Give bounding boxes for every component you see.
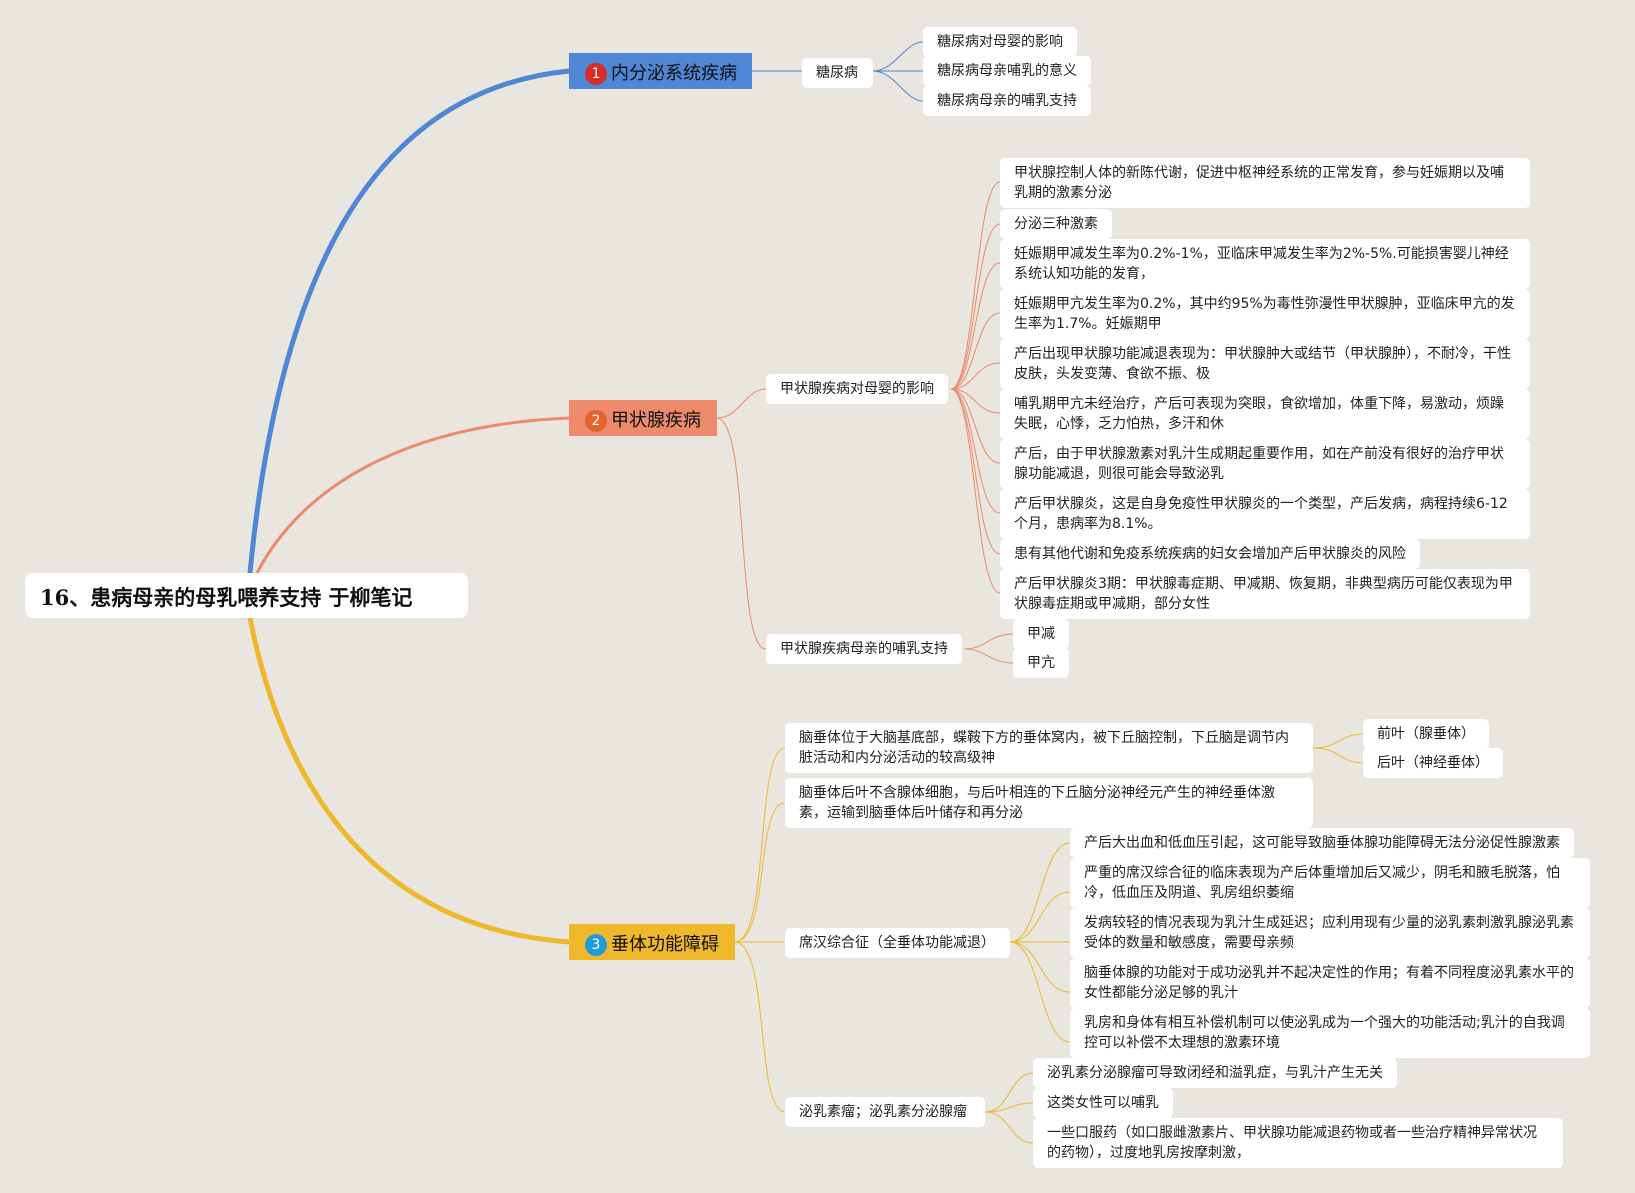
link-root-b2 <box>255 416 570 574</box>
leaf-thyroid-1[interactable]: 甲状腺控制人体的新陈代谢，促进中枢神经系统的正常发育，参与妊娠期以及哺乳期的激素… <box>1000 158 1530 208</box>
leaf-sheehan-2[interactable]: 严重的席汉综合征的临床表现为产后体重增加后又减少，阴毛和腋毛脱落，怕冷，低血压及… <box>1070 858 1590 908</box>
link-root-b3 <box>247 615 572 945</box>
leaf-thyroid-3[interactable]: 妊娠期甲减发生率为0.2%-1%，亚临床甲减发生率为2%-5%.可能损害婴儿神经… <box>1000 239 1530 289</box>
leaf-prolactinoma-2[interactable]: 这类女性可以哺乳 <box>1033 1088 1173 1118</box>
leaf-prolactinoma-1[interactable]: 泌乳素分泌腺瘤可导致闭经和溢乳症，与乳汁产生无关 <box>1033 1058 1397 1088</box>
leaf-thyroid-10[interactable]: 产后甲状腺炎3期：甲状腺毒症期、甲减期、恢复期，非典型病历可能仅表现为甲状腺毒症… <box>1000 569 1530 619</box>
topic-thyroid-support[interactable]: 甲状腺疾病母亲的哺乳支持 <box>766 634 962 664</box>
number-badge-1: 1 <box>585 63 607 85</box>
leaf-thyroid-7[interactable]: 产后，由于甲状腺激素对乳汁生成期起重要作用，如在产前没有很好的治疗甲状腺功能减退… <box>1000 439 1530 489</box>
branch-label: 内分泌系统疾病 <box>611 63 737 84</box>
topic-thyroid-effects[interactable]: 甲状腺疾病对母婴的影响 <box>766 374 948 404</box>
number-badge-3: 3 <box>585 934 607 956</box>
leaf-thyroid-6[interactable]: 哺乳期甲亢未经治疗，产后可表现为突眼，食欲增加，体重下降，易激动，烦躁失眠，心悸… <box>1000 389 1530 439</box>
leaf-thyroid-2[interactable]: 分泌三种激素 <box>1000 209 1112 239</box>
branch-label: 垂体功能障碍 <box>611 934 719 955</box>
number-badge-2: 2 <box>585 410 607 432</box>
leaf-thyroid-9[interactable]: 患有其他代谢和免疫系统疾病的妇女会增加产后甲状腺炎的风险 <box>1000 539 1420 569</box>
leaf-thyroid-5[interactable]: 产后出现甲状腺功能减退表现为：甲状腺肿大或结节（甲状腺肿），不耐冷，干性皮肤，头… <box>1000 339 1530 389</box>
leaf-sheehan-4[interactable]: 脑垂体腺的功能对于成功泌乳并不起决定性的作用；有着不同程度泌乳素水平的女性都能分… <box>1070 958 1590 1008</box>
leaf-prolactinoma-3[interactable]: 一些口服药（如口服雌激素片、甲状腺功能减退药物或者一些治疗精神异常状况的药物），… <box>1033 1118 1563 1168</box>
leaf-posterior-lobe[interactable]: 后叶（神经垂体） <box>1363 748 1503 778</box>
topic-pituitary-location[interactable]: 脑垂体位于大脑基底部，蝶鞍下方的垂体窝内，被下丘脑控制，下丘脑是调节内脏活动和内… <box>785 723 1313 773</box>
leaf-diabetes-2[interactable]: 糖尿病母亲哺乳的意义 <box>923 56 1091 86</box>
leaf-sheehan-3[interactable]: 发病较轻的情况表现为乳汁生成延迟；应利用现有少量的泌乳素刺激乳腺泌乳素受体的数量… <box>1070 908 1590 958</box>
leaf-diabetes-1[interactable]: 糖尿病对母婴的影响 <box>923 27 1077 57</box>
leaf-diabetes-3[interactable]: 糖尿病母亲的哺乳支持 <box>923 86 1091 116</box>
branch-label: 甲状腺疾病 <box>611 410 701 431</box>
leaf-sheehan-5[interactable]: 乳房和身体有相互补偿机制可以使泌乳成为一个强大的功能活动;乳汁的自我调控可以补偿… <box>1070 1008 1590 1058</box>
link-root-b1 <box>247 68 572 576</box>
topic-prolactinoma[interactable]: 泌乳素瘤；泌乳素分泌腺瘤 <box>785 1097 985 1127</box>
leaf-sheehan-1[interactable]: 产后大出血和低血压引起，这可能导致脑垂体腺功能障碍无法分泌促性腺激素 <box>1070 828 1574 858</box>
leaf-anterior-lobe[interactable]: 前叶（腺垂体） <box>1363 719 1489 749</box>
topic-diabetes[interactable]: 糖尿病 <box>802 58 873 88</box>
root-topic[interactable]: 16、患病母亲的母乳喂养支持 于柳笔记 <box>25 573 468 618</box>
leaf-hyperthyroid[interactable]: 甲亢 <box>1013 648 1069 678</box>
leaf-thyroid-4[interactable]: 妊娠期甲亢发生率为0.2%，其中约95%为毒性弥漫性甲状腺肿，亚临床甲亢的发生率… <box>1000 289 1530 339</box>
topic-posterior-pituitary[interactable]: 脑垂体后叶不含腺体细胞，与后叶相连的下丘脑分泌神经元产生的神经垂体激素，运输到脑… <box>785 778 1313 828</box>
leaf-thyroid-8[interactable]: 产后甲状腺炎，这是自身免疫性甲状腺炎的一个类型，产后发病，病程持续6-12个月，… <box>1000 489 1530 539</box>
leaf-hypothyroid[interactable]: 甲减 <box>1013 619 1069 649</box>
topic-sheehan[interactable]: 席汉综合征（全垂体功能减退） <box>785 928 1010 958</box>
